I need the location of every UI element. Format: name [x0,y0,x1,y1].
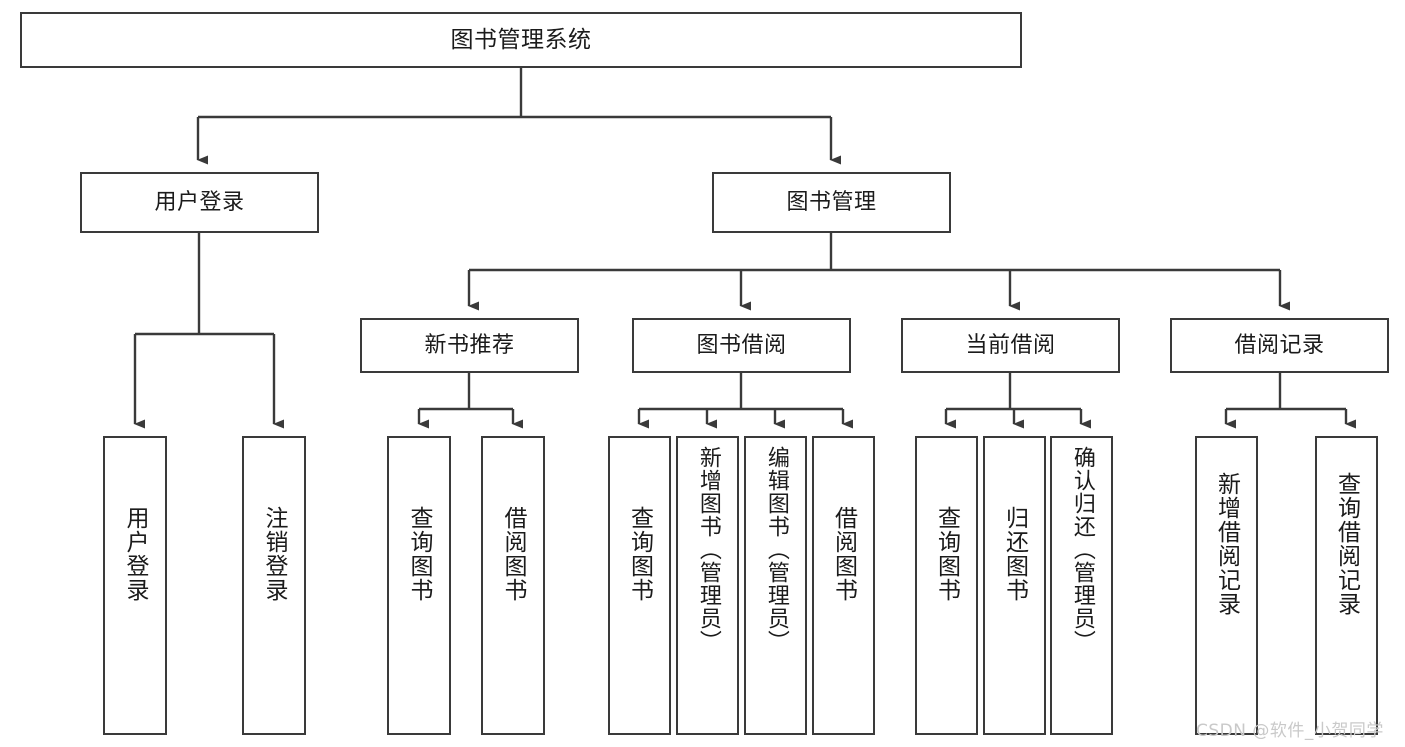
leaf-new-book-borrow[interactable]: 借阅图书 [481,436,545,735]
node-label: 借阅图书 [500,506,527,602]
node-current-borrow[interactable]: 当前借阅 [901,318,1120,373]
node-label: 借阅记录 [1234,332,1325,358]
leaf-user-login-login[interactable]: 用户登录 [103,436,167,735]
node-label: 用户登录 [154,189,245,215]
leaf-new-book-query[interactable]: 查询图书 [387,436,451,735]
edges-bookborrow-to-leaves [637,373,853,429]
node-new-book-recommend[interactable]: 新书推荐 [360,318,579,373]
node-label: 新增借阅记录 [1213,472,1240,616]
csdn-watermark: CSDN @软件_小贺同学 [1196,721,1384,741]
leaf-book-borrow-add[interactable]: 新增图书（管理员） [676,436,739,735]
node-label: 编辑图书（管理员） [763,446,789,653]
node-borrow-record[interactable]: 借阅记录 [1170,318,1389,373]
leaf-book-borrow-query[interactable]: 查询图书 [608,436,671,735]
node-label: 新增图书（管理员） [695,446,721,653]
node-label: 借阅图书 [830,506,857,602]
node-label: 注销登录 [261,506,288,602]
node-label: 当前借阅 [965,332,1056,358]
leaf-current-borrow-confirm-return[interactable]: 确认归还（管理员） [1050,436,1113,735]
leaf-user-login-logout[interactable]: 注销登录 [242,436,306,735]
node-label: 查询图书 [933,506,960,602]
node-label: 归还图书 [1001,506,1028,602]
leaf-borrow-record-query[interactable]: 查询借阅记录 [1315,436,1378,735]
node-label: 查询图书 [626,506,653,602]
node-label: 确认归还（管理员） [1069,446,1095,653]
node-root-system[interactable]: 图书管理系统 [20,12,1022,68]
edges-currentborrow-to-leaves [944,373,1091,429]
node-user-login[interactable]: 用户登录 [80,172,319,233]
edges-borrowrecord-to-leaves [1224,373,1356,429]
edges-userlogin-to-leaves [133,233,284,429]
edges-bookmgmt-to-level2 [467,233,1290,311]
node-book-borrow[interactable]: 图书借阅 [632,318,851,373]
node-label: 用户登录 [122,506,149,602]
leaf-book-borrow-borrow[interactable]: 借阅图书 [812,436,875,735]
node-book-management[interactable]: 图书管理 [712,172,951,233]
node-label: 查询借阅记录 [1333,472,1360,616]
leaf-borrow-record-add[interactable]: 新增借阅记录 [1195,436,1258,735]
edges-newbook-to-leaves [417,373,523,429]
leaf-book-borrow-edit[interactable]: 编辑图书（管理员） [744,436,807,735]
node-label: 图书管理系统 [450,26,592,53]
node-label: 图书借阅 [696,332,787,358]
node-label: 图书管理 [786,189,877,215]
edges-root-to-level1 [196,68,841,165]
node-label: 查询图书 [406,506,433,602]
leaf-current-borrow-return[interactable]: 归还图书 [983,436,1046,735]
node-label: 新书推荐 [424,332,515,358]
leaf-current-borrow-query[interactable]: 查询图书 [915,436,978,735]
